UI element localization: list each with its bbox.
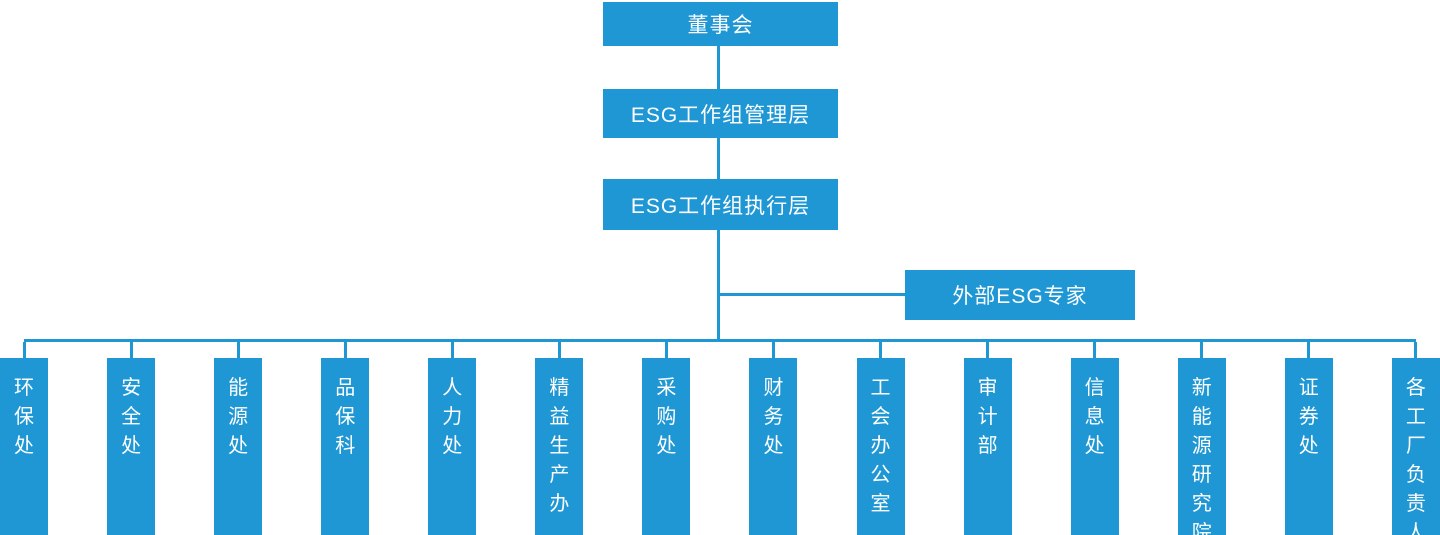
- org-box-department: 各工厂负责人: [1391, 358, 1440, 535]
- department-label: 工会办公室: [870, 377, 891, 515]
- department-cell: 各工厂负责人: [1391, 342, 1440, 535]
- org-box-department: 环保处: [0, 358, 48, 535]
- org-box-department: 人力处: [428, 358, 477, 535]
- org-box-department: 品保科: [321, 358, 370, 535]
- connector-department-drop: [1093, 342, 1097, 358]
- connector-board-management: [717, 46, 720, 89]
- connector-department-drop: [986, 342, 990, 358]
- org-box-department: 信息处: [1070, 358, 1119, 535]
- connector-department-drop: [22, 342, 26, 358]
- department-label: 财务处: [763, 377, 784, 457]
- org-box-department: 安全处: [107, 358, 156, 535]
- department-cell: 审计部: [963, 342, 1012, 535]
- department-cell: 新能源研究院: [1177, 342, 1226, 535]
- department-label: 安全处: [121, 377, 142, 457]
- department-cell: 能源处: [214, 342, 263, 535]
- department-label: 品保科: [335, 377, 356, 457]
- org-box-esg-management-label: ESG工作组管理层: [630, 103, 811, 127]
- department-cell: 信息处: [1070, 342, 1119, 535]
- connector-department-drop: [1307, 342, 1311, 358]
- department-label: 信息处: [1084, 377, 1105, 457]
- org-box-board: 董事会: [603, 2, 838, 46]
- department-label: 人力处: [442, 377, 463, 457]
- connector-department-drop: [771, 342, 775, 358]
- connector-department-drop: [1200, 342, 1204, 358]
- connector-departments-bus: [24, 339, 1416, 342]
- connector-external-expert-branch: [717, 293, 905, 296]
- department-cell: 工会办公室: [856, 342, 905, 535]
- org-box-esg-execution: ESG工作组执行层: [603, 179, 838, 230]
- connector-department-drop: [557, 342, 561, 358]
- org-box-department: 工会办公室: [856, 358, 905, 535]
- department-label: 各工厂负责人: [1405, 377, 1426, 535]
- department-cell: 精益生产办: [535, 342, 584, 535]
- org-box-external-esg-expert-label: 外部ESG专家: [952, 285, 1088, 308]
- connector-department-drop: [664, 342, 668, 358]
- connector-execution-trunk: [717, 230, 720, 341]
- department-label: 精益生产办: [549, 377, 570, 515]
- org-box-board-label: 董事会: [687, 14, 754, 37]
- org-box-esg-execution-label: ESG工作组执行层: [630, 194, 811, 218]
- connector-department-drop: [879, 342, 882, 358]
- org-box-department: 精益生产办: [535, 358, 584, 535]
- department-label: 新能源研究院: [1191, 377, 1212, 535]
- connector-department-drop: [129, 342, 133, 358]
- org-box-department: 新能源研究院: [1177, 358, 1226, 535]
- department-cell: 证券处: [1284, 342, 1333, 535]
- department-label: 能源处: [228, 377, 249, 457]
- org-box-department: 采购处: [642, 358, 691, 535]
- department-label: 环保处: [14, 377, 34, 457]
- org-box-department: 审计部: [963, 358, 1012, 535]
- connector-department-drop: [343, 342, 347, 358]
- department-cell: 采购处: [642, 342, 691, 535]
- department-cell: 财务处: [749, 342, 798, 535]
- department-cell: 环保处: [0, 342, 48, 535]
- connector-department-drop: [236, 342, 240, 358]
- department-label: 审计部: [977, 377, 998, 457]
- connector-department-drop: [450, 342, 454, 358]
- org-box-department: 证券处: [1284, 358, 1333, 535]
- org-box-esg-management: ESG工作组管理层: [603, 89, 838, 138]
- connector-management-execution: [717, 138, 720, 179]
- department-cell: 人力处: [428, 342, 477, 535]
- department-label: 采购处: [656, 377, 677, 457]
- department-cell: 安全处: [107, 342, 156, 535]
- org-box-external-esg-expert: 外部ESG专家: [905, 270, 1135, 320]
- department-label: 证券处: [1298, 377, 1319, 457]
- department-cell: 品保科: [321, 342, 370, 535]
- org-box-department: 财务处: [749, 358, 798, 535]
- connector-department-drop: [1414, 342, 1418, 358]
- departments-row: 环保处 安全处 能源处 品保科 人力处: [0, 342, 1440, 535]
- org-box-department: 能源处: [214, 358, 263, 535]
